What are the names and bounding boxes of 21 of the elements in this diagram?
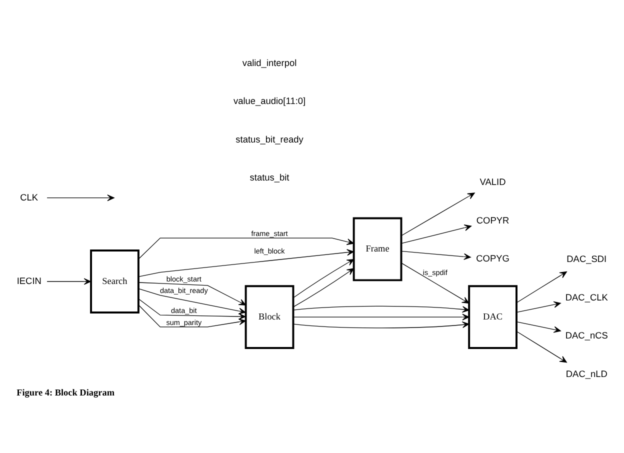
edge-label: frame_start [251,228,288,238]
node-text: DAC_nCS [565,330,608,341]
label: value_audio[11:0] [233,96,306,106]
edge-label: left_block [254,246,285,256]
node-text: VALID [480,177,506,188]
label: valid_interpol [242,58,297,68]
node-text: IECIN [16,276,42,286]
caption: Figure 4: Block Diagram [16,388,115,398]
label: status_bit [250,172,290,183]
node-text: CLK [20,192,38,202]
node-text: DAC_CLK [565,292,608,302]
edge-label: block_start [166,274,202,284]
node-text: COPYG [476,254,510,264]
edge-label: sum_parity [166,318,202,327]
node-text: COPYR [476,215,510,226]
edge-label: data_bit [171,306,197,315]
edge-label: data_bit_ready [160,286,208,296]
node-text: DAC_nLD [566,368,608,379]
node-text: DAC_SDI [566,254,607,264]
edge-label: is_spdif [422,268,448,277]
label: status_bit_ready [236,134,304,144]
